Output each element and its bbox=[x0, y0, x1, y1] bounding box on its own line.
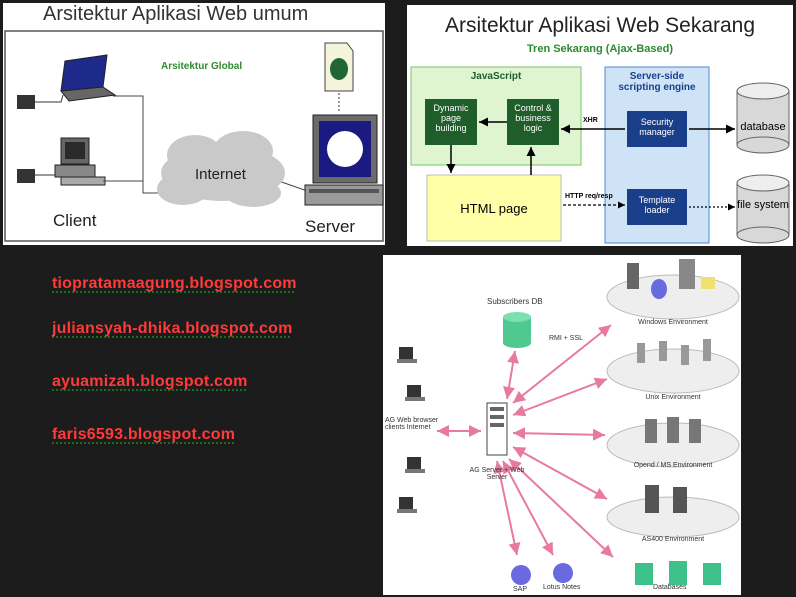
database-cylinder-icon bbox=[736, 82, 790, 154]
sap-icon bbox=[511, 565, 531, 585]
ag-server-panel: Subscribers DB RMI + SSL AG Web browser … bbox=[383, 255, 741, 595]
ajax-architecture-diagram bbox=[410, 66, 790, 244]
file-system-cylinder-icon bbox=[736, 174, 790, 244]
client-terminal-icon bbox=[397, 497, 417, 513]
file-system-label: file system bbox=[737, 199, 789, 211]
openend-environment bbox=[606, 417, 740, 468]
desktop-client-icon bbox=[54, 137, 106, 186]
security-manager-box: Security manager bbox=[639, 117, 675, 137]
panel-title: Arsitektur Aplikasi Web umum bbox=[43, 3, 309, 25]
phone-icon bbox=[17, 95, 35, 109]
openend-environment-label: Opend / MS Environment bbox=[633, 462, 713, 469]
lotus-notes-icon bbox=[553, 563, 573, 583]
unix-environment-label: Unix Environment bbox=[645, 394, 701, 401]
template-loader-box: Template loader bbox=[638, 195, 676, 215]
internet-cloud bbox=[157, 131, 285, 207]
windows-environment bbox=[606, 259, 740, 320]
client-terminal-icon bbox=[405, 457, 425, 473]
client-terminal-icon bbox=[405, 385, 425, 401]
panel-title: Arsitektur Aplikasi Web Sekarang bbox=[444, 14, 756, 37]
http-req-resp-label: HTTP req/resp bbox=[565, 193, 613, 200]
laptop-icon bbox=[60, 54, 117, 102]
general-architecture-diagram bbox=[4, 30, 384, 242]
lotus-notes-label: Lotus Notes bbox=[543, 584, 581, 591]
clients-label: AG Web browser clients Internet bbox=[385, 417, 439, 431]
as400-environment-label: AS400 Environment bbox=[641, 536, 705, 543]
server-icon bbox=[304, 114, 384, 206]
client-label: Client bbox=[53, 211, 97, 230]
phone-icon-2 bbox=[17, 169, 35, 183]
blog-link-2[interactable]: juliansyah-dhika.blogspot.com bbox=[52, 320, 293, 337]
server-side-label: Server-side scripting engine bbox=[618, 71, 696, 93]
blog-link-3[interactable]: ayuamizah.blogspot.com bbox=[52, 373, 248, 390]
control-business-logic-box: Control & business logic bbox=[514, 103, 552, 133]
internet-label: Internet bbox=[195, 166, 246, 183]
javascript-label: JavaScript bbox=[470, 71, 522, 82]
ag-server-diagram bbox=[397, 259, 740, 585]
ajax-architecture-panel: Arsitektur Aplikasi Web Sekarang Tren Se… bbox=[407, 5, 793, 246]
databases-label: Databases bbox=[653, 584, 687, 591]
windows-environment-label: Windows Environment bbox=[638, 319, 708, 326]
as400-environment bbox=[606, 485, 740, 538]
subscribers-db-label: Subscribers DB bbox=[487, 297, 543, 306]
databases-group bbox=[635, 561, 721, 585]
sap-label: SAP bbox=[513, 586, 528, 593]
server-label: Server bbox=[305, 217, 356, 236]
general-architecture-panel: Arsitektur Aplikasi Web umum Arsitektur … bbox=[3, 3, 385, 245]
xhr-label: XHR bbox=[583, 117, 598, 124]
blog-link-4[interactable]: faris6593.blogspot.com bbox=[52, 426, 236, 443]
panel-subtitle: Tren Sekarang (Ajax-Based) bbox=[526, 43, 674, 55]
database-label: database bbox=[740, 121, 786, 133]
client-terminal-icon bbox=[397, 347, 417, 363]
html-page-box: HTML page bbox=[460, 201, 528, 216]
unix-environment bbox=[606, 339, 740, 394]
subscribers-db-icon bbox=[503, 312, 531, 348]
web-document-icon bbox=[324, 42, 354, 92]
dynamic-page-building-box: Dynamic page building bbox=[433, 103, 469, 133]
blog-link-1[interactable]: tiopratamaagung.blogspot.com bbox=[52, 275, 297, 292]
ag-server-icon bbox=[486, 402, 508, 456]
rmi-ssl-label: RMI + SSL bbox=[549, 335, 584, 342]
ag-server-label: AG Server + Web Server bbox=[469, 467, 525, 481]
diagram-subtitle: Arsitektur Global bbox=[161, 61, 243, 72]
